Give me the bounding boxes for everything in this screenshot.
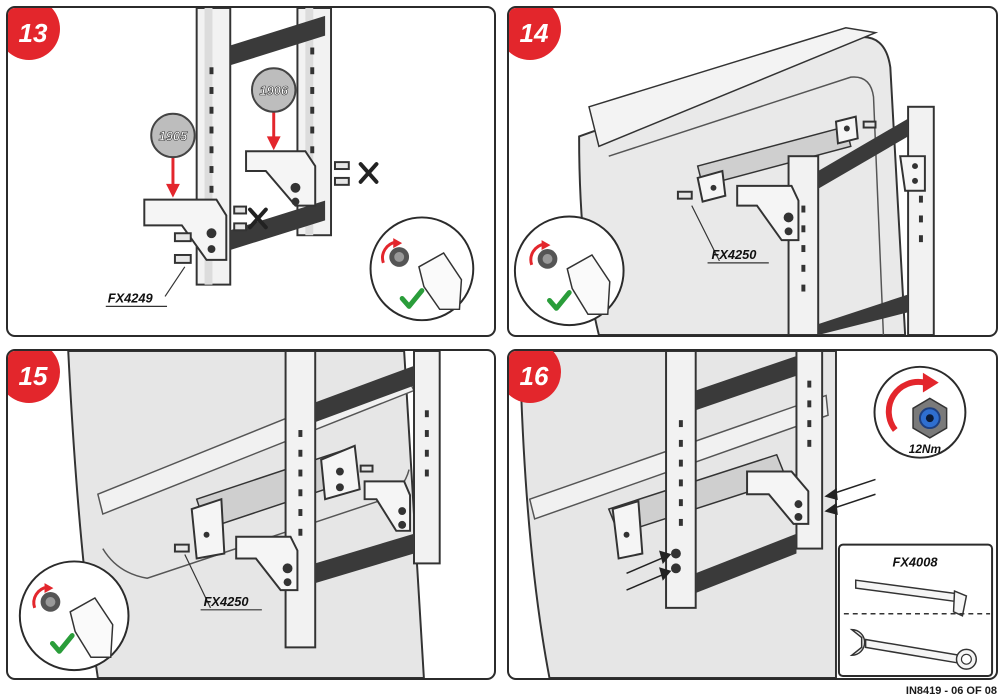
part-label-fx4249: FX4249	[108, 290, 154, 305]
step-16-illustration: 12Nm FX4008	[518, 351, 994, 678]
checkmark-icon	[399, 288, 425, 309]
step-14-illustration: FX4250	[513, 26, 935, 335]
callout-1906-circle	[251, 67, 297, 113]
part-label-fx4250: FX4250	[204, 594, 250, 609]
step-14-panel: 14 FX4250	[507, 6, 998, 337]
document-footer: IN8419 - 06 OF 08	[905, 685, 997, 697]
checkmark-icon	[547, 290, 572, 311]
step-13-panel: 13	[6, 6, 496, 337]
hand-icon	[418, 252, 463, 311]
wrench-icon	[849, 628, 978, 670]
torque-label: 12Nm	[909, 442, 942, 456]
callout-1906-label: 1906	[259, 83, 288, 98]
hand-icon	[566, 253, 611, 315]
step-15-panel: 15 FX4250	[6, 349, 496, 680]
tool-box-title: FX4008	[893, 554, 939, 569]
step-number-badge: 13	[8, 8, 60, 60]
part-label-fx4250: FX4250	[712, 247, 758, 262]
callout-1905-label: 1905	[159, 128, 188, 143]
hand-icon	[69, 596, 114, 658]
checkmark-icon	[49, 633, 75, 654]
step-15-illustration: FX4250	[18, 351, 441, 678]
rotate-arrow-icon	[885, 379, 926, 432]
step-16-panel: 16	[507, 349, 998, 680]
step-13-illustration: 1905 1906 FX4249	[105, 8, 475, 322]
callout-1905-circle	[150, 112, 196, 159]
